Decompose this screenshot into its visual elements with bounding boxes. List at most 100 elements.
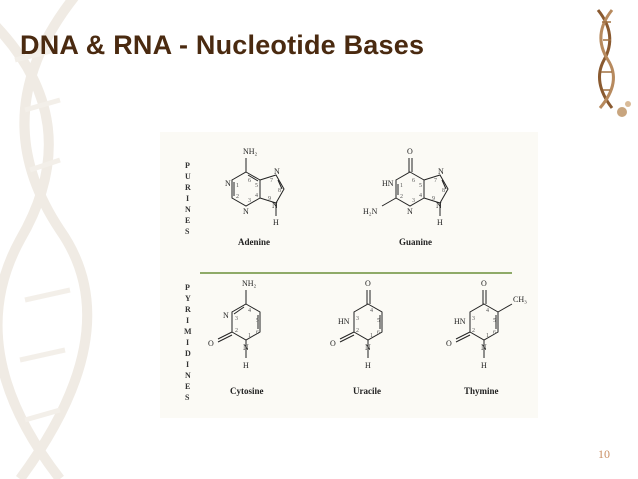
svg-text:CH₃: CH₃ [513,295,527,304]
svg-text:6: 6 [412,178,415,184]
dna-logo-icon [596,9,631,117]
svg-text:HN: HN [338,317,350,326]
svg-text:N: N [481,343,487,352]
svg-text:1: 1 [248,333,251,339]
purines-letter: S [185,227,190,236]
pyrimidines-letter: Y [185,294,191,303]
svg-text:2: 2 [236,194,239,200]
svg-text:N: N [243,207,249,216]
pyrimidines-letter: R [185,305,191,314]
svg-text:6: 6 [248,178,251,184]
svg-text:O: O [330,339,336,348]
svg-text:2: 2 [400,194,403,200]
svg-text:N: N [225,179,231,188]
pyrimidines-letter: E [185,382,190,391]
guanine-label: Guanine [399,237,432,247]
purines-letter: U [185,172,191,181]
purines-letter: E [185,216,190,225]
svg-text:9: 9 [432,196,435,202]
svg-text:4: 4 [255,193,258,199]
page-number: 10 [598,447,610,461]
svg-text:6: 6 [377,330,380,336]
svg-text:4: 4 [370,308,373,314]
uracile-label: Uracile [353,386,381,396]
svg-text:H₂N: H₂N [363,207,378,216]
svg-text:O: O [365,279,371,288]
purines-letter: N [185,205,191,214]
thymine-structure [455,290,513,358]
svg-text:2: 2 [235,328,238,334]
svg-text:HN: HN [454,317,466,326]
svg-text:6: 6 [256,330,259,336]
svg-text:4: 4 [486,308,489,314]
svg-text:N: N [365,343,371,352]
cytosine-structure [217,290,261,358]
svg-text:4: 4 [419,193,422,199]
svg-text:N: N [274,167,280,176]
pyrimidines-letter: N [185,371,191,380]
svg-text:1: 1 [486,333,489,339]
svg-text:O: O [481,279,487,288]
svg-text:H: H [437,218,443,227]
svg-text:H: H [365,361,371,370]
pyrimidines-letter: I [186,338,189,347]
purines-letter: I [186,194,189,203]
pyrimidines-letter: P [185,283,190,292]
svg-text:3: 3 [412,198,415,204]
svg-text:O: O [446,339,452,348]
svg-text:N: N [243,343,249,352]
svg-text:5: 5 [255,183,258,189]
svg-text:NH₂: NH₂ [242,279,257,288]
svg-text:5: 5 [419,183,422,189]
purines-letter: R [185,183,191,192]
adenine-structure [231,158,285,216]
pyrimidines-label: P Y R I M I D I N E S [184,283,192,402]
svg-text:N: N [407,207,413,216]
bases-diagram: P U R I N E S P Y R I M I D I N E S [184,147,527,402]
svg-text:3: 3 [248,198,251,204]
svg-text:5: 5 [377,318,380,324]
svg-text:9: 9 [268,196,271,202]
pyrimidines-letter: D [185,349,191,358]
svg-text:7: 7 [270,178,273,184]
svg-text:3: 3 [356,316,359,322]
svg-text:4: 4 [248,308,251,314]
svg-text:N: N [438,167,444,176]
svg-text:3: 3 [472,316,475,322]
pyrimidines-letter: S [185,393,190,402]
svg-text:8: 8 [442,188,445,194]
svg-text:N: N [223,311,229,320]
adenine-label: Adenine [238,237,270,247]
svg-text:2: 2 [356,328,359,334]
cytosine-label: Cytosine [230,386,264,396]
pyrimidines-letter: M [184,327,192,336]
purines-label: P U R I N E S [185,161,191,236]
uracile-structure [339,290,383,358]
svg-text:6: 6 [493,330,496,336]
svg-text:H: H [273,218,279,227]
svg-text:O: O [407,147,413,156]
svg-text:3: 3 [235,316,238,322]
svg-text:O: O [208,339,214,348]
guanine-structure [381,158,449,216]
svg-text:H: H [243,361,249,370]
svg-text:1: 1 [236,183,239,189]
svg-text:5: 5 [256,318,259,324]
pyrimidines-letter: I [186,316,189,325]
svg-text:5: 5 [493,318,496,324]
svg-text:8: 8 [278,188,281,194]
svg-text:N: N [436,201,442,210]
thymine-label: Thymine [464,386,499,396]
slide-title: DNA & RNA - Nucleotide Bases [20,30,425,60]
nucleotide-bases-figure: P U R I N E S P Y R I M I D I N E S [160,132,538,418]
svg-text:7: 7 [434,178,437,184]
svg-text:HN: HN [382,179,394,188]
svg-text:1: 1 [370,333,373,339]
pyrimidines-letter: I [186,360,189,369]
svg-text:N: N [272,201,278,210]
purines-letter: P [185,161,190,170]
svg-text:NH₂: NH₂ [243,147,258,156]
svg-text:2: 2 [472,328,475,334]
